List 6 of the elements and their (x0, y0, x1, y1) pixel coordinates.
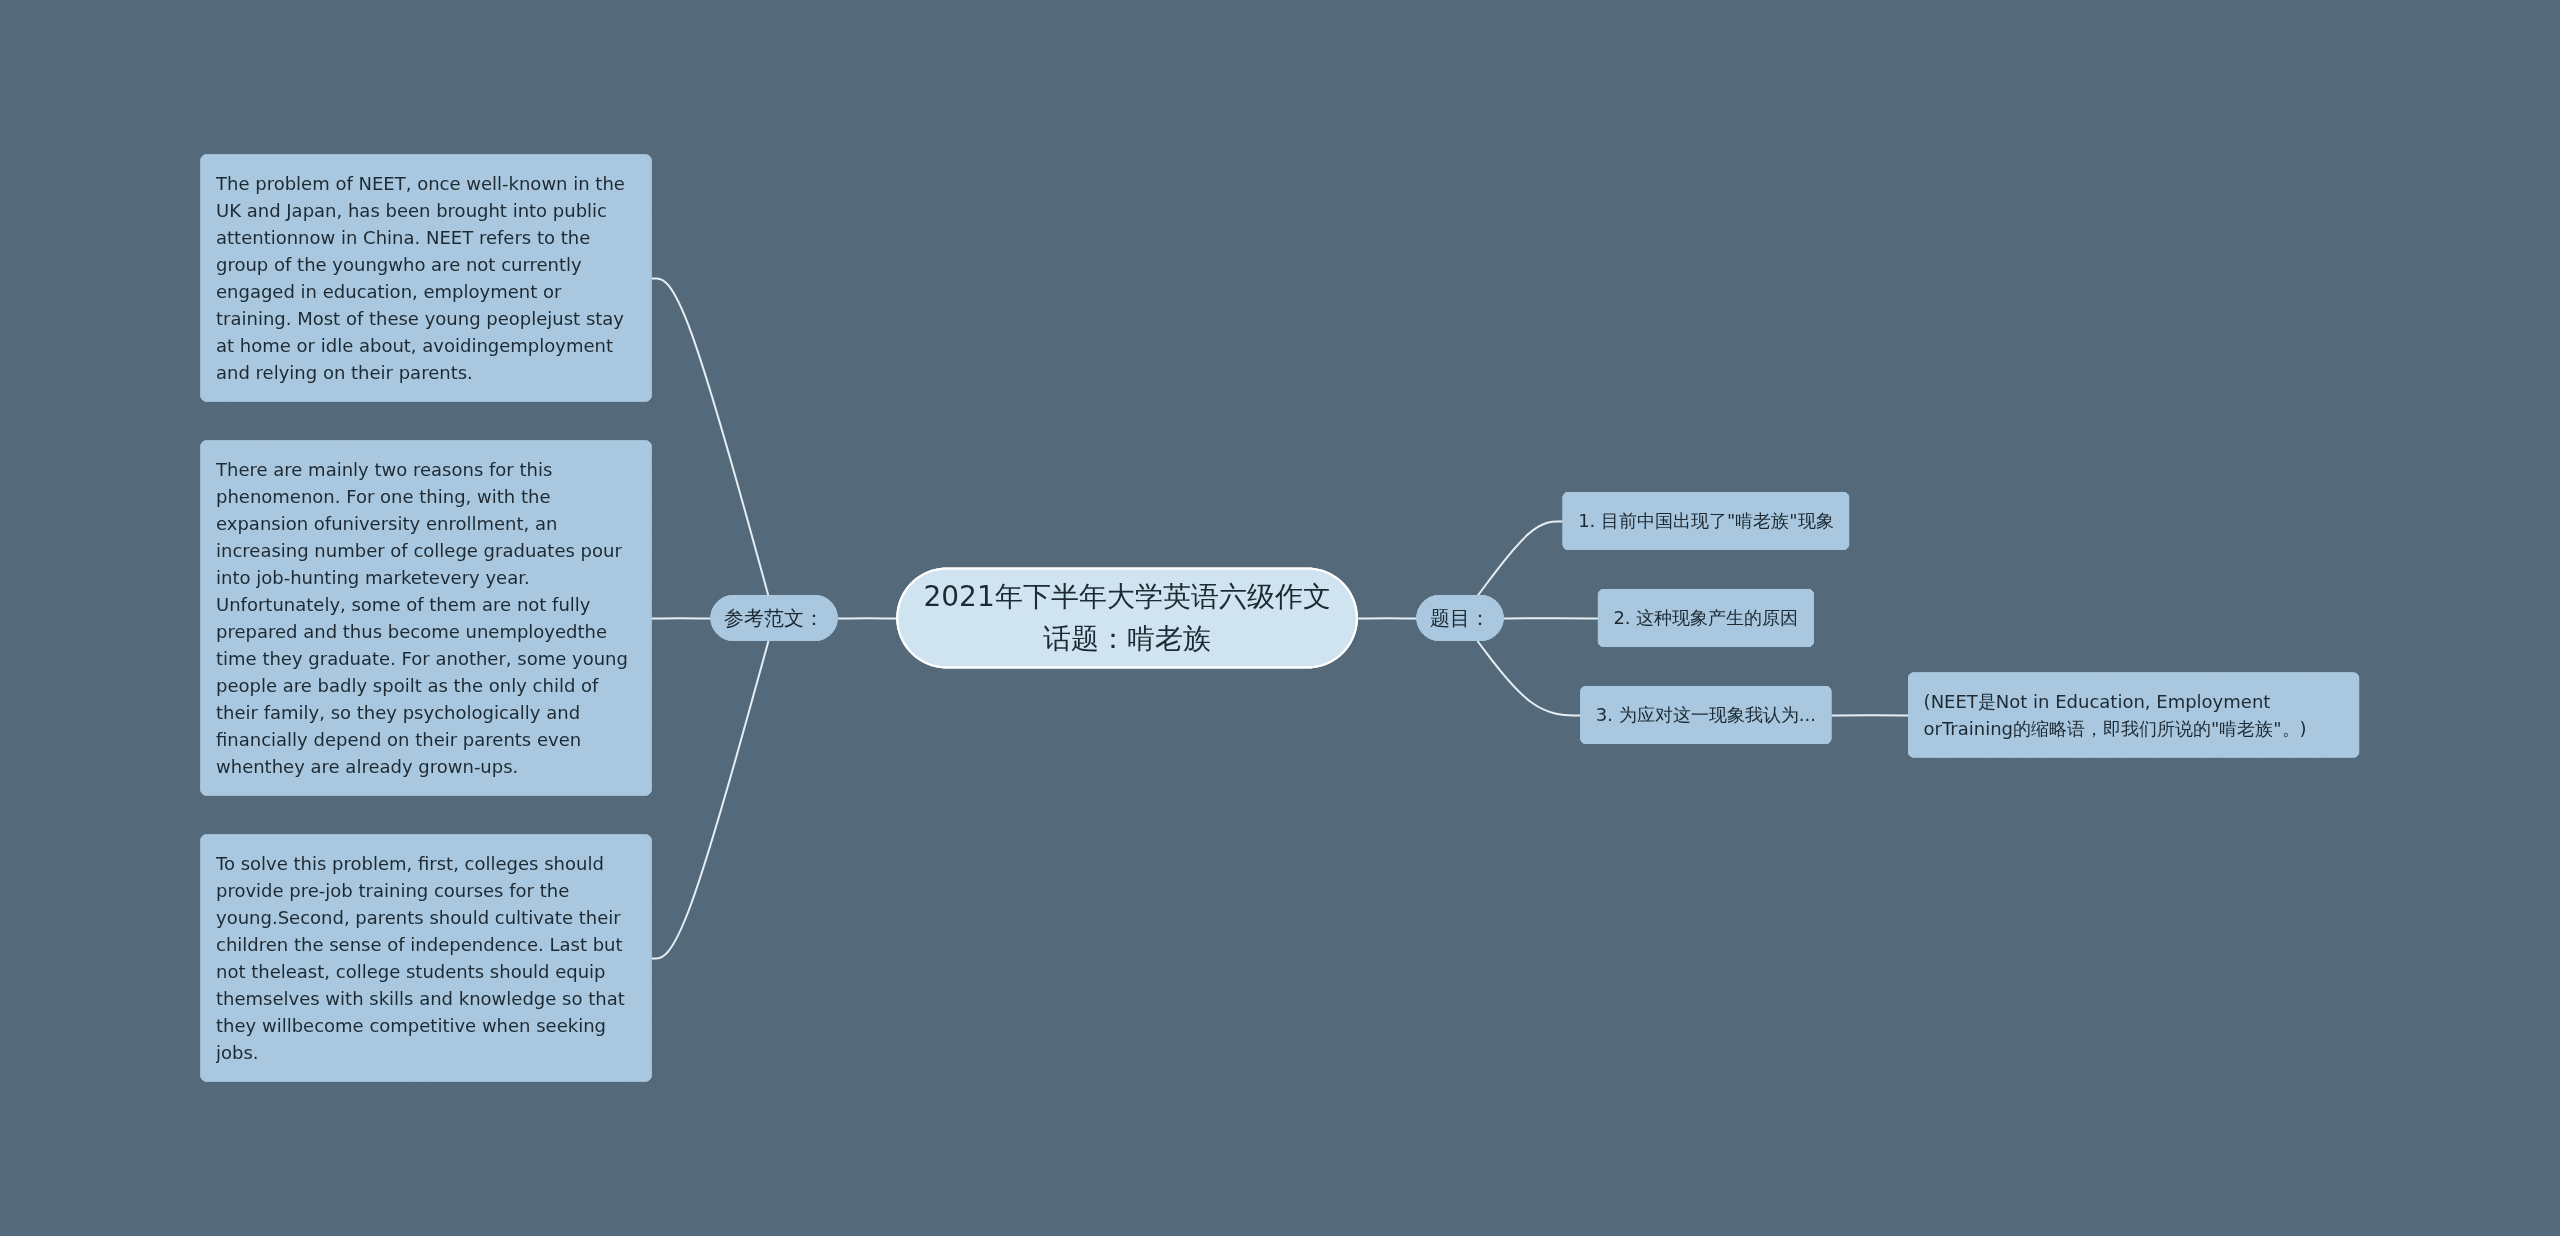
connector (1476, 520, 1565, 597)
connector (650, 617, 713, 620)
connector (1476, 640, 1583, 717)
connector (1356, 617, 1419, 620)
connector (650, 277, 770, 597)
connector (650, 640, 770, 960)
